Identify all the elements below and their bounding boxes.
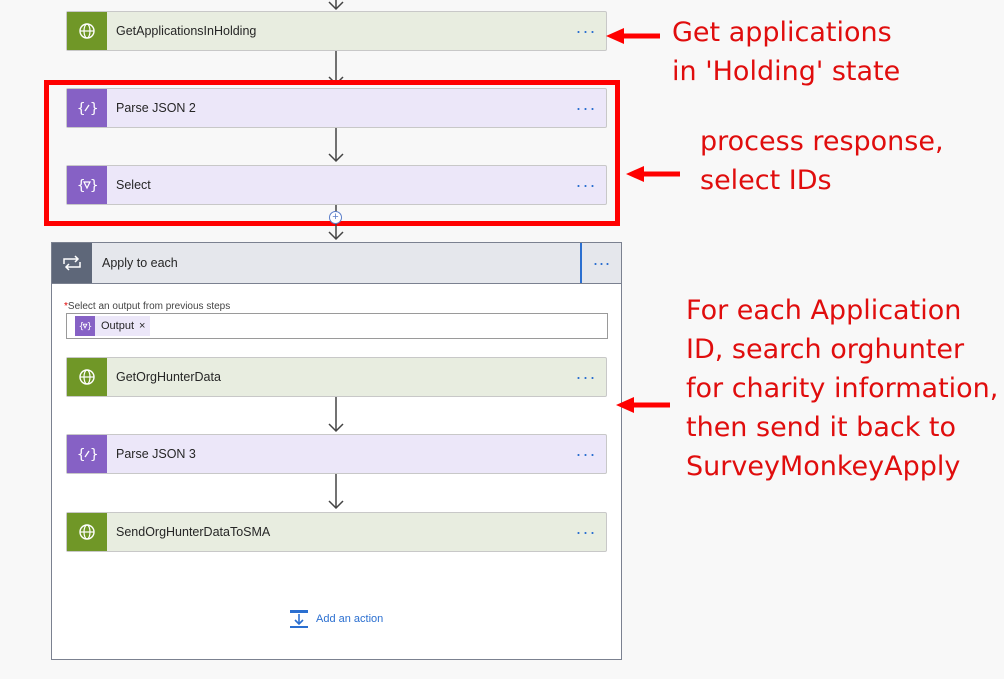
add-action-icon [290,610,308,628]
annotation-line: SurveyMonkeyApply [686,451,961,482]
svg-text:{: { [77,178,85,193]
remove-token-button[interactable]: × [139,320,146,332]
parse-json-icon: {} [67,435,107,473]
add-action-label: Add an action [316,613,384,625]
annotation-line: process response, [700,126,944,157]
annotation-arrow [606,28,660,44]
action-card-select[interactable]: {} Select ··· [66,165,607,205]
action-title: GetOrgHunterData [116,370,221,384]
annotation-for-each: For each Application ID, search orghunte… [686,291,998,486]
divider [580,243,582,283]
action-title: GetApplicationsInHolding [116,24,257,38]
annotation-arrow [626,166,680,182]
annotation-line: For each Application [686,295,962,326]
action-card-parse-json-2[interactable]: {} Parse JSON 2 ··· [66,88,607,128]
parse-json-icon: {} [67,89,107,127]
action-title: Select [116,178,151,192]
annotation-line: then send it back to [686,412,957,443]
dynamic-content-token[interactable]: {} Output × [75,316,151,336]
annotation-line: ID, search orghunter [686,334,965,365]
more-options-button[interactable]: ··· [575,21,597,41]
connector-arrow [328,0,344,11]
output-select-input[interactable]: {} Output × [66,313,608,339]
scope-header[interactable]: Apply to each ··· [52,243,621,284]
svg-text:{: { [79,322,84,331]
action-card-send-orghunter-data[interactable]: SendOrgHunterDataToSMA ··· [66,512,607,552]
annotation-line: in 'Holding' state [672,56,901,87]
annotation-line: for charity information, [686,373,999,404]
annotation-line: Get applications [672,17,892,48]
action-card-get-orghunter-data[interactable]: GetOrgHunterData ··· [66,357,607,397]
svg-text:}: } [90,101,97,116]
required-mark: * [64,301,68,312]
field-label: *Select an output from previous steps [64,301,230,312]
globe-icon [67,12,107,50]
annotation-line: select IDs [700,165,832,196]
more-options-button[interactable]: ··· [592,252,611,273]
select-icon: {} [75,316,95,336]
connector-arrow [328,128,344,163]
connector-arrow [328,474,344,510]
annotation-process-response: process response, select IDs [700,122,944,200]
insert-step-button[interactable]: + [329,211,342,224]
action-title: SendOrgHunterDataToSMA [116,525,271,539]
action-card-parse-json-3[interactable]: {} Parse JSON 3 ··· [66,434,607,474]
select-icon: {} [67,166,107,204]
svg-text:}: } [90,447,97,462]
connector-arrow [328,397,344,433]
annotation-arrow [616,397,670,413]
scope-title: Apply to each [102,256,178,270]
loop-icon [52,243,92,283]
more-options-button[interactable]: ··· [575,367,597,387]
svg-text:{: { [77,447,85,462]
globe-icon [67,358,107,396]
svg-text:{: { [77,101,85,116]
more-options-button[interactable]: ··· [575,98,597,118]
globe-icon [67,513,107,551]
add-action-button[interactable]: Add an action [289,609,383,629]
action-card-get-applications[interactable]: GetApplicationsInHolding ··· [66,11,607,51]
more-options-button[interactable]: ··· [575,175,597,195]
more-options-button[interactable]: ··· [575,444,597,464]
more-options-button[interactable]: ··· [575,522,597,542]
token-label: Output [101,320,135,332]
annotation-get-applications: Get applications in 'Holding' state [672,13,900,91]
svg-text:}: } [90,178,97,193]
svg-text:}: } [87,322,92,331]
field-label-text: Select an output from previous steps [67,301,231,312]
action-title: Parse JSON 2 [116,101,196,115]
action-title: Parse JSON 3 [116,447,196,461]
